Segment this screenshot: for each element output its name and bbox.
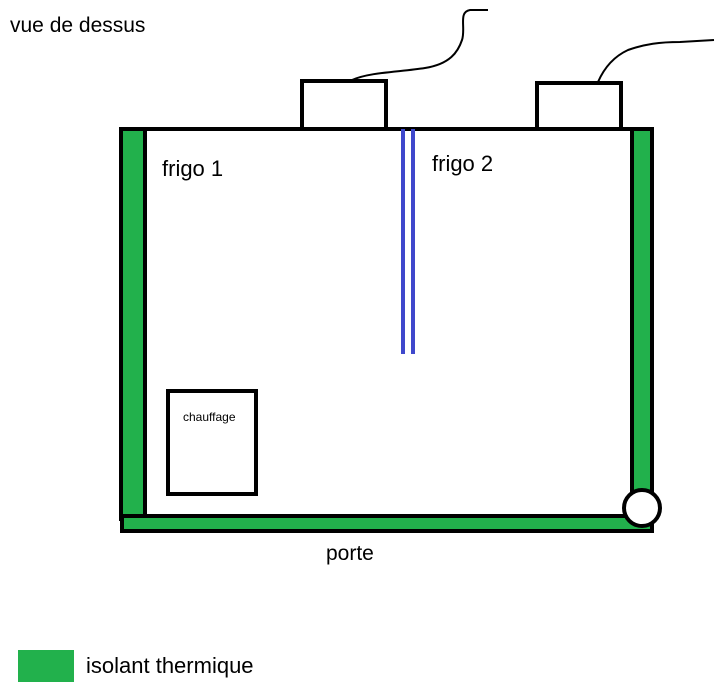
- legend-label: isolant thermique: [86, 653, 254, 678]
- cable-left-unit: [351, 9, 488, 81]
- heater-label: chauffage: [183, 410, 236, 424]
- diagram-title: vue de dessus: [10, 14, 146, 37]
- insulation-right-wall: [630, 127, 654, 495]
- legend-swatch-insulation: [18, 650, 74, 682]
- heater-box: [166, 389, 258, 496]
- frigo-2-label: frigo 2: [432, 151, 494, 176]
- frigo-1-label: frigo 1: [162, 156, 224, 181]
- compressor-unit-left: [300, 79, 388, 131]
- insulation-left-wall: [119, 127, 147, 521]
- compressor-unit-right: [535, 81, 623, 131]
- door-hinge: [622, 488, 662, 528]
- door-label: porte: [326, 542, 374, 565]
- insulation-bottom-wall: [120, 514, 654, 533]
- cable-right-unit: [597, 39, 715, 83]
